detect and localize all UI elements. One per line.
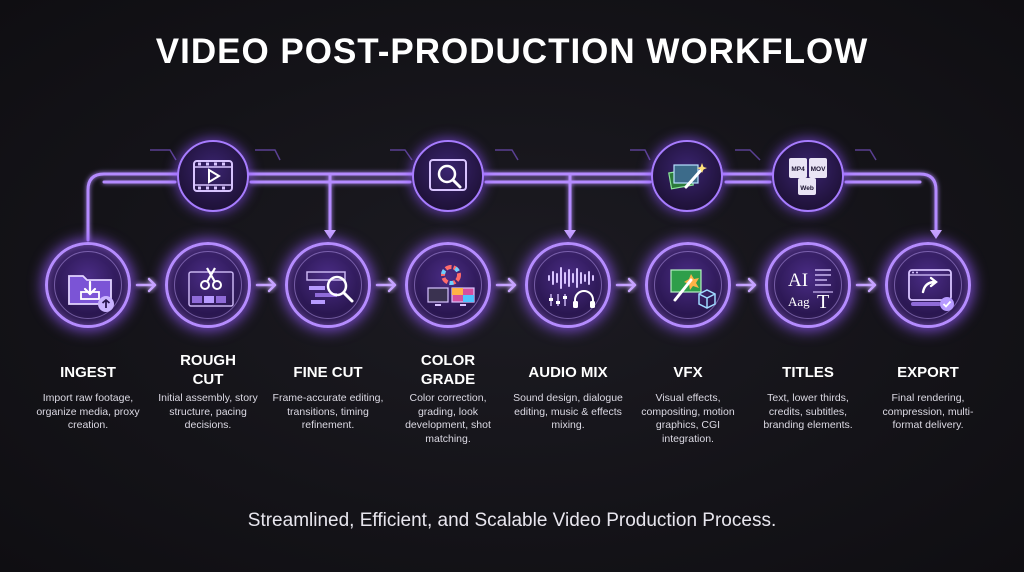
- step-desc-export: Final rendering, compression, multi-form…: [882, 392, 974, 431]
- node-ring: [534, 251, 602, 319]
- format-label-mp4: MP4: [791, 166, 805, 173]
- step-title-color-grade: COLOR GRADE: [420, 352, 476, 388]
- format-label-mov: MOV: [811, 166, 826, 173]
- hub-formats: MP4 MOV Web: [772, 140, 844, 212]
- svg-text:T: T: [817, 291, 829, 313]
- node-ring: [774, 251, 842, 319]
- format-label-web: Web: [800, 185, 814, 192]
- step-node-export: [885, 242, 971, 328]
- footer-tagline: Streamlined, Efficient, and Scalable Vid…: [247, 510, 777, 531]
- step-node-audio-mix: [525, 242, 611, 328]
- svg-text:Aag: Aag: [788, 294, 810, 309]
- step-node-titles: AI Aag T: [765, 242, 851, 328]
- step-node-color-grade: [405, 242, 491, 328]
- step-title-rough-cut: ROUGH CUT: [180, 352, 236, 388]
- node-ring: [414, 251, 482, 319]
- step-node-ingest: [45, 242, 131, 328]
- node-ring: [174, 251, 242, 319]
- file-formats-icon: MP4 MOV Web: [789, 158, 827, 195]
- step-desc-vfx: Visual effects, compositing, motion grap…: [641, 392, 735, 445]
- search-frame-icon: [429, 159, 467, 191]
- step-title-titles: TITLES: [782, 364, 834, 381]
- step-title-fine-cut: FINE CUT: [293, 364, 363, 381]
- magic-wand-cube-icon: [670, 269, 716, 309]
- export-progress-icon: [908, 269, 954, 311]
- step-desc-ingest: Import raw footage, organize media, prox…: [36, 392, 140, 431]
- step-desc-color-grade: Color correction, grading, look developm…: [405, 392, 491, 445]
- wand-layers-icon: [668, 163, 707, 190]
- node-ring: [294, 251, 362, 319]
- step-title-export: EXPORT: [897, 364, 959, 381]
- page-title: VIDEO POST-PRODUCTION WORKFLOW: [155, 32, 869, 71]
- step-desc-titles: Text, lower thirds, credits, subtitles, …: [763, 392, 853, 431]
- hub-vfx: [651, 140, 723, 212]
- step-desc-audio-mix: Sound design, dialogue editing, music & …: [513, 392, 623, 431]
- step-node-fine-cut: [285, 242, 371, 328]
- step-title-ingest: INGEST: [60, 364, 116, 381]
- step-title-audio-mix: AUDIO MIX: [528, 364, 608, 381]
- step-node-vfx: [645, 242, 731, 328]
- hub-film: [177, 140, 249, 212]
- step-title-vfx: VFX: [673, 364, 703, 381]
- node-ring: [894, 251, 962, 319]
- step-node-rough-cut: [165, 242, 251, 328]
- step-desc-fine-cut: Frame-accurate editing, transitions, tim…: [272, 392, 384, 431]
- film-play-icon: [193, 160, 233, 192]
- node-ring: [654, 251, 722, 319]
- folder-upload-icon: [68, 275, 114, 312]
- waveform-headphones-icon: [548, 267, 595, 308]
- scissors-film-icon: [188, 267, 234, 307]
- step-desc-rough-cut: Initial assembly, story structure, pacin…: [158, 392, 258, 431]
- timeline-magnifier-icon: [306, 271, 354, 304]
- node-ring: [54, 251, 122, 319]
- svg-text:AI: AI: [788, 270, 808, 291]
- typography-icon: AI Aag T: [788, 269, 833, 313]
- color-wheel-monitors-icon: [427, 265, 475, 306]
- hub-search: [412, 140, 484, 212]
